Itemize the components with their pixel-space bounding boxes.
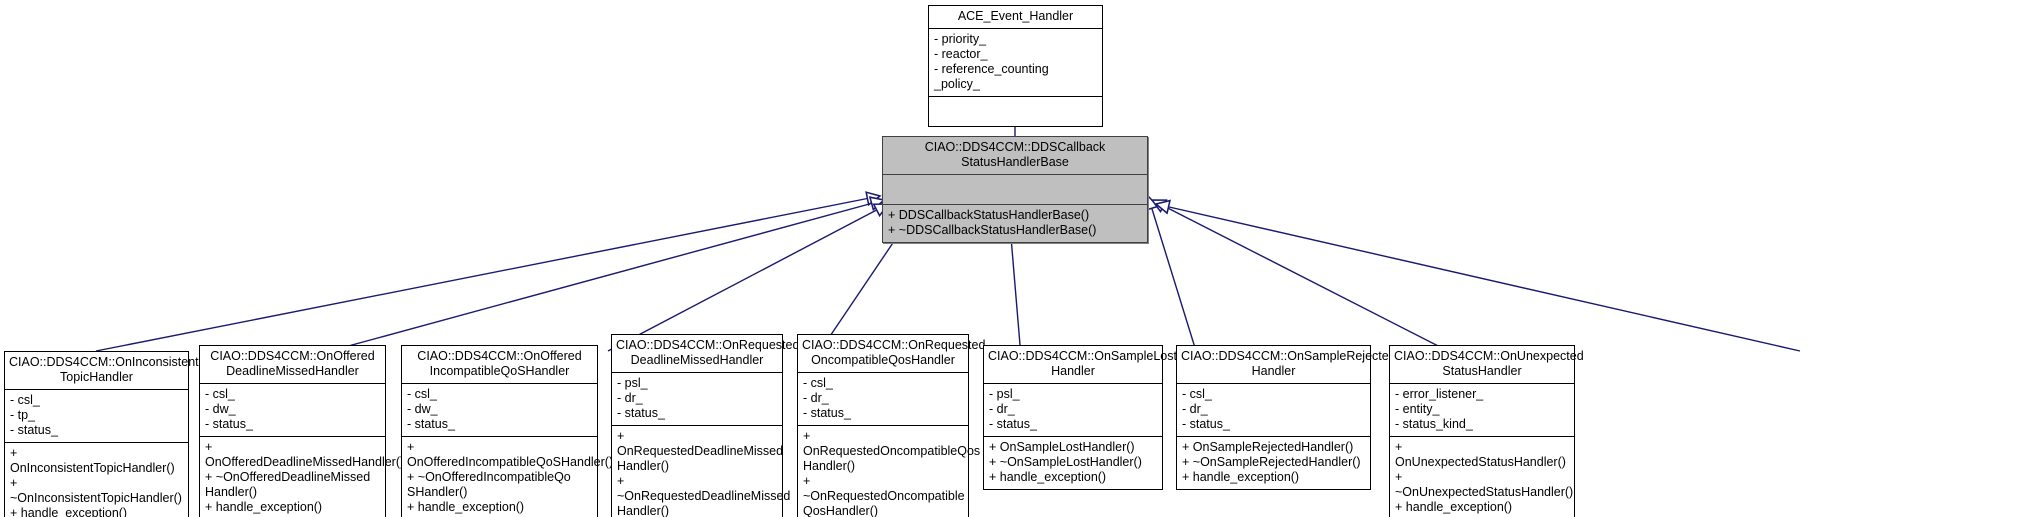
class-box-ace-event-handler[interactable]: ACE_Event_Handler - priority_ - reactor_… <box>928 5 1103 127</box>
class-title: CIAO::DDS4CCM::OnRequested OncompatibleQ… <box>798 335 985 373</box>
attribute-line: - csl_ <box>803 376 833 390</box>
operation-line: + handle_exception() <box>10 506 128 517</box>
class-attributes: - psl_ - dr_ - status_ <box>612 373 782 426</box>
class-operations: + OnSampleLostHandler() + ~OnSampleLostH… <box>984 437 1162 489</box>
attribute-line: - dr_ <box>1182 402 1208 416</box>
operation-line: + handle_exception() <box>1182 470 1300 484</box>
class-operations: + OnRequestedOncompatibleQos Handler() +… <box>798 426 981 517</box>
class-title: ACE_Event_Handler <box>929 6 1102 29</box>
attribute-line: - status_kind_ <box>1395 417 1473 431</box>
operation-line: + ~OnUnexpectedStatusHandler() <box>1395 470 1574 499</box>
attribute-line: - dr_ <box>617 391 643 405</box>
class-title: CIAO::DDS4CCM::OnInconsistent TopicHandl… <box>5 352 199 390</box>
attribute-line: - status_ <box>803 406 851 420</box>
class-box-on-sample-lost-handler[interactable]: CIAO::DDS4CCM::OnSampleLost Handler - ps… <box>983 345 1177 490</box>
class-box-on-unexpected-status-handler[interactable]: CIAO::DDS4CCM::OnUnexpected StatusHandle… <box>1389 345 1584 517</box>
class-operations: + OnOfferedDeadlineMissedHandler() + ~On… <box>200 437 405 517</box>
attribute-line: - reference_counting <box>934 62 1049 76</box>
class-title: CIAO::DDS4CCM::OnOffered DeadlineMissedH… <box>200 346 385 384</box>
class-title: CIAO::DDS4CCM::OnSampleRejected Handler <box>1177 346 1396 384</box>
attribute-line: - csl_ <box>205 387 235 401</box>
class-attributes: - priority_ - reactor_ - reference_count… <box>929 29 1102 97</box>
class-title: CIAO::DDS4CCM::DDSCallback StatusHandler… <box>883 137 1147 175</box>
operation-line: + OnOfferedIncompatibleQoSHandler() <box>407 440 614 469</box>
attribute-line: - priority_ <box>934 32 987 46</box>
class-attributes: - error_listener_ - entity_ - status_kin… <box>1390 384 1574 437</box>
class-attributes: - psl_ - dr_ - status_ <box>984 384 1162 437</box>
attribute-line: - status_ <box>10 423 58 437</box>
operation-line: + ~OnRequestedOncompatible QosHandler() <box>803 474 965 517</box>
class-title: CIAO::DDS4CCM::OnRequested DeadlineMisse… <box>612 335 799 373</box>
operation-line: + ~OnSampleLostHandler() <box>989 455 1142 469</box>
operation-line: + OnSampleLostHandler() <box>989 440 1135 454</box>
attribute-line: - reactor_ <box>934 47 988 61</box>
attribute-line: - status_ <box>989 417 1037 431</box>
attribute-line: - error_listener_ <box>1395 387 1484 401</box>
attribute-line: - status_ <box>407 417 455 431</box>
operation-line: + ~DDSCallbackStatusHandlerBase() <box>888 223 1097 237</box>
operation-line: + OnRequestedOncompatibleQos Handler() <box>803 429 981 473</box>
class-box-on-offered-deadline-missed-handler[interactable]: CIAO::DDS4CCM::OnOffered DeadlineMissedH… <box>199 345 405 517</box>
operation-line: + handle_exception() <box>989 470 1107 484</box>
operation-line: + ~OnSampleRejectedHandler() <box>1182 455 1361 469</box>
attribute-line: - csl_ <box>407 387 437 401</box>
attribute-line: - dr_ <box>803 391 829 405</box>
class-operations: + OnUnexpectedStatusHandler() + ~OnUnexp… <box>1390 437 1574 517</box>
class-box-on-requested-oncompatible-qos-handler[interactable]: CIAO::DDS4CCM::OnRequested OncompatibleQ… <box>797 334 985 517</box>
attribute-line: - dw_ <box>407 402 438 416</box>
operation-line: + OnOfferedDeadlineMissedHandler() <box>205 440 405 469</box>
attribute-line: - psl_ <box>617 376 648 390</box>
class-operations: + OnSampleRejectedHandler() + ~OnSampleR… <box>1177 437 1370 489</box>
operation-line: + ~OnInconsistentTopicHandler() <box>10 476 182 505</box>
class-operations <box>929 97 1102 126</box>
attribute-line: - dr_ <box>989 402 1015 416</box>
class-operations: + OnRequestedDeadlineMissed Handler() + … <box>612 426 791 517</box>
class-title: CIAO::DDS4CCM::OnUnexpected StatusHandle… <box>1390 346 1584 384</box>
attribute-line: - csl_ <box>10 393 40 407</box>
class-attributes: - csl_ - dr_ - status_ <box>1177 384 1370 437</box>
class-operations: + DDSCallbackStatusHandlerBase() + ~DDSC… <box>883 205 1147 242</box>
class-attributes: - csl_ - dw_ - status_ <box>402 384 597 437</box>
class-attributes: - csl_ - tp_ - status_ <box>5 390 188 443</box>
class-operations: + OnOfferedIncompatibleQoSHandler() + ~O… <box>402 437 614 517</box>
class-box-on-requested-deadline-missed-handler[interactable]: CIAO::DDS4CCM::OnRequested DeadlineMisse… <box>611 334 799 517</box>
class-title: CIAO::DDS4CCM::OnOffered IncompatibleQoS… <box>402 346 597 384</box>
operation-line: + handle_exception() <box>205 500 323 514</box>
class-attributes: - csl_ - dw_ - status_ <box>200 384 385 437</box>
operation-line: + handle_exception() <box>407 500 525 514</box>
class-title: CIAO::DDS4CCM::OnSampleLost Handler <box>984 346 1177 384</box>
operation-line: + ~OnOfferedDeadlineMissed Handler() <box>205 470 371 499</box>
attribute-line: - status_ <box>1182 417 1230 431</box>
operation-line: + DDSCallbackStatusHandlerBase() <box>888 208 1090 222</box>
operation-line: + OnRequestedDeadlineMissed Handler() <box>617 429 784 473</box>
class-box-on-sample-rejected-handler[interactable]: CIAO::DDS4CCM::OnSampleRejected Handler … <box>1176 345 1396 490</box>
operation-line: + handle_exception() <box>1395 500 1513 514</box>
attribute-line: - entity_ <box>1395 402 1440 416</box>
operation-line: + OnInconsistentTopicHandler() <box>10 446 175 475</box>
operation-line: + ~OnOfferedIncompatibleQo SHandler() <box>407 470 571 499</box>
attribute-line: - status_ <box>617 406 665 420</box>
attribute-line: - status_ <box>205 417 253 431</box>
operation-line: + OnUnexpectedStatusHandler() <box>1395 440 1566 469</box>
class-attributes: - csl_ - dr_ - status_ <box>798 373 968 426</box>
attribute-line: _policy_ <box>934 77 980 91</box>
attribute-line: - tp_ <box>10 408 36 422</box>
class-attributes <box>883 175 1147 205</box>
class-box-on-inconsistent-topic-handler[interactable]: CIAO::DDS4CCM::OnInconsistent TopicHandl… <box>4 351 199 517</box>
operation-line: + OnSampleRejectedHandler() <box>1182 440 1354 454</box>
operation-line: + ~OnRequestedDeadlineMissed Handler() <box>617 474 791 517</box>
attribute-line: - csl_ <box>1182 387 1212 401</box>
attribute-line: - dw_ <box>205 402 236 416</box>
class-box-ddscallbackstatushandlerbase[interactable]: CIAO::DDS4CCM::DDSCallback StatusHandler… <box>882 136 1148 243</box>
class-operations: + OnInconsistentTopicHandler() + ~OnInco… <box>5 443 188 517</box>
attribute-line: - psl_ <box>989 387 1020 401</box>
class-box-on-offered-incompatible-qos-handler[interactable]: CIAO::DDS4CCM::OnOffered IncompatibleQoS… <box>401 345 614 517</box>
